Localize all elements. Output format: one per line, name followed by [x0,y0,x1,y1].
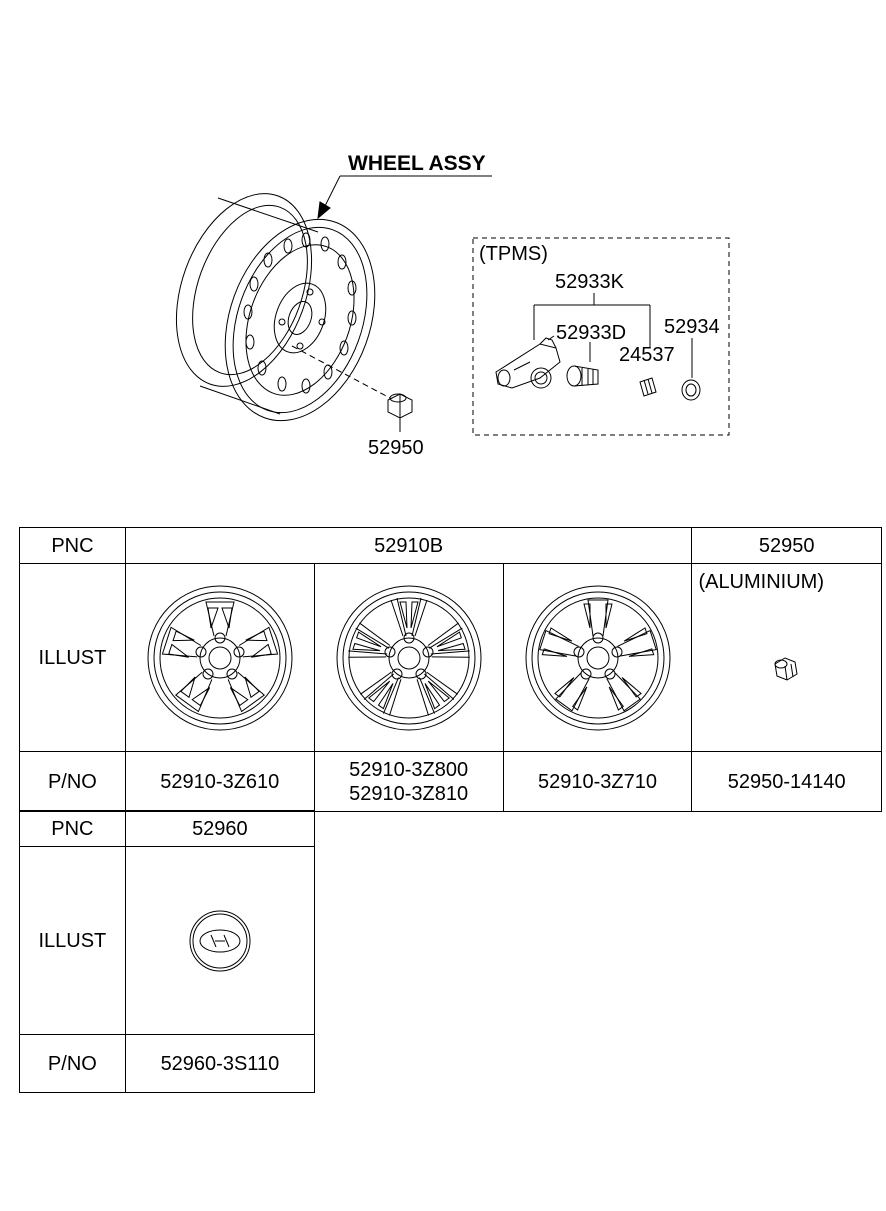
pnc-value-nut: 52950 [691,527,882,564]
illust-header: ILLUST [19,846,126,1035]
illust-nut: (ALUMINIUM) [691,563,882,752]
pno-wheel-b-2: 52910-3Z810 [349,782,469,805]
pno-wheel-b-1: 52910-3Z800 [349,758,469,781]
illust-wheel-a [124,563,315,752]
illust-header: ILLUST [19,563,126,752]
wheel-assembly-diagram [175,175,730,436]
pnc-value-wheel: 52910B [124,527,693,564]
table-row: PNC 52960 [19,810,316,847]
illust-wheel-c [502,563,693,752]
callout-24537: 24537 [619,344,675,366]
callout-52934: 52934 [664,316,720,338]
wheel-parts-table: PNC 52910B 52950 ILLUST [19,527,882,812]
pno-cap: 52960-3S110 [124,1034,316,1093]
table-row: P/NO 52960-3S110 [19,1034,316,1093]
table-row: ILLUST [19,846,316,1035]
pno-wheel-c: 52910-3Z710 [502,751,693,812]
diagram-title: WHEEL ASSY [348,152,486,175]
alloy-wheel-c-icon [525,585,670,730]
table-row: P/NO 52910-3Z610 52910-3Z800 52910-3Z810… [19,751,882,812]
pnc-value-cap: 52960 [124,810,316,847]
pno-header: P/NO [19,1034,126,1093]
tpms-label: (TPMS) [479,243,548,265]
illust-wheel-b [313,563,504,752]
pno-wheel-a: 52910-3Z610 [124,751,315,812]
alloy-wheel-b-icon [336,585,482,730]
alloy-wheel-a-icon [147,585,293,730]
illust-cap [124,846,316,1035]
pno-nut: 52950-14140 [691,751,882,812]
callout-52933D: 52933D [556,322,627,344]
table-row: PNC 52910B 52950 [19,527,882,564]
aluminium-note: (ALUMINIUM) [698,571,824,593]
hubcap-parts-table: PNC 52960 ILLUST P/NO 52960-3S110 [19,810,316,1093]
pno-header: P/NO [19,751,126,812]
callout-52950: 52950 [368,437,424,459]
lug-nut-icon [774,656,798,681]
pnc-header: PNC [19,527,126,564]
hyundai-cap-icon [189,910,251,971]
table-row: ILLUST [19,563,882,752]
callout-52933K: 52933K [555,271,624,293]
pnc-header: PNC [19,810,126,847]
pno-wheel-b: 52910-3Z800 52910-3Z810 [313,751,504,812]
